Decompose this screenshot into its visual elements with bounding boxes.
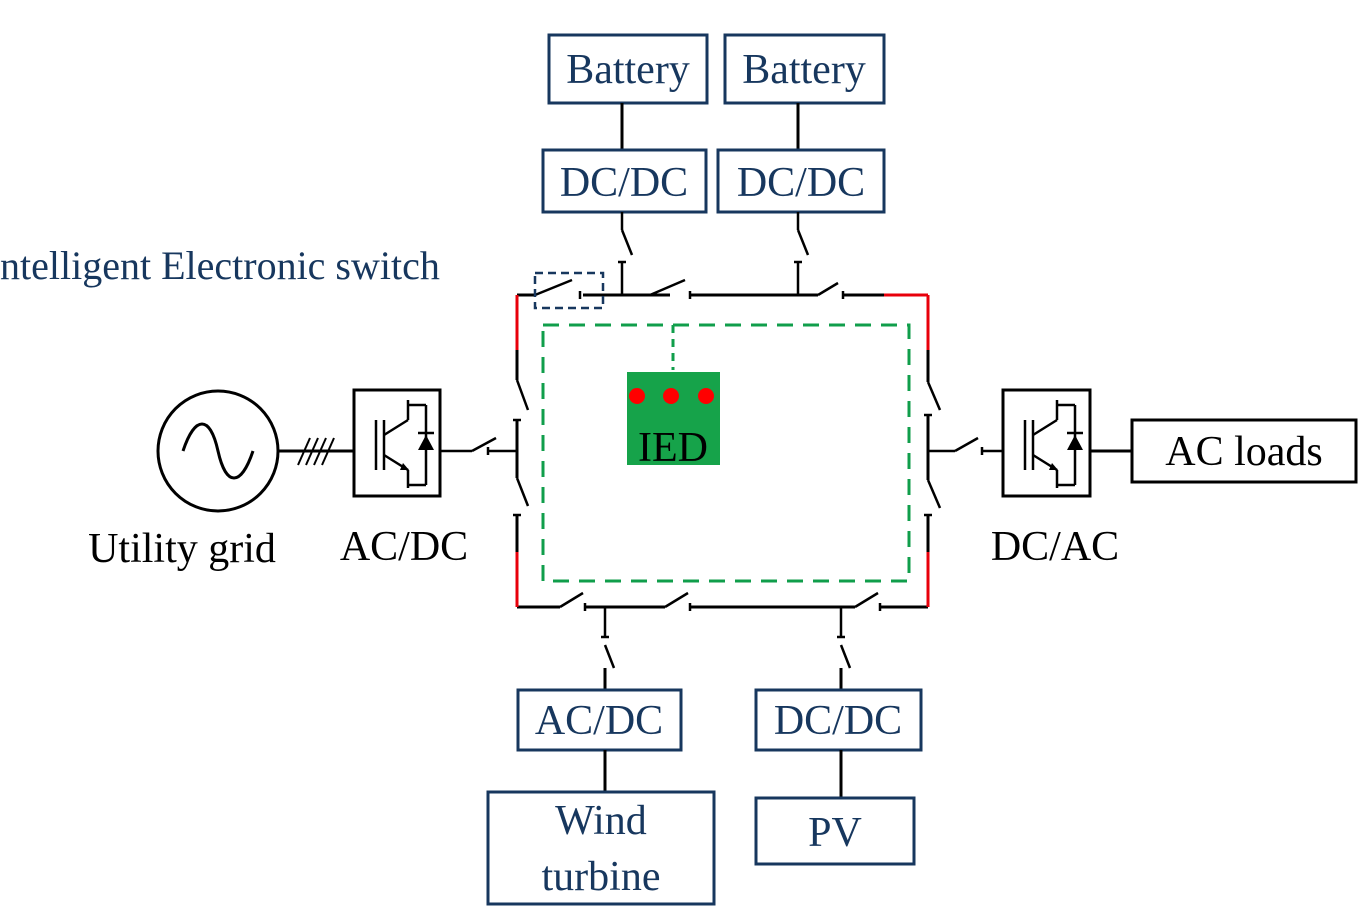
bus-switches (513, 278, 942, 611)
ied-label: IED (638, 425, 708, 471)
bus-red-segments (515, 293, 930, 607)
ac-loads-label: AC loads (1165, 429, 1323, 475)
utility-grid: Utility grid (88, 389, 280, 572)
wind-branch: AC/DC Wind turbine (486, 607, 716, 906)
battery-left-label: Battery (566, 47, 690, 93)
ied-led-2 (663, 388, 679, 404)
utility-grid-label: Utility grid (88, 526, 276, 572)
dcac-right-label: DC/AC (991, 524, 1119, 570)
dcac-right-connection (928, 436, 1003, 455)
dc-bus (515, 293, 930, 609)
ies-highlight-box (533, 271, 605, 310)
dcdc-top-left-label: DC/DC (560, 160, 688, 206)
battery-right-label: Battery (742, 47, 866, 93)
ies-label: ntelligent Electronic switch (0, 243, 440, 288)
wind-label-line2: turbine (542, 854, 661, 900)
ied-led-1 (629, 388, 645, 404)
acdc-left-connection (440, 436, 517, 455)
dcdc-bottom-label: DC/DC (774, 698, 902, 744)
acdc-bottom-label: AC/DC (535, 698, 663, 744)
grid-connection (278, 437, 354, 466)
communication-loop (541, 323, 911, 583)
battery-branch-left: Battery DC/DC (541, 33, 709, 295)
ac-loads: AC loads (1090, 418, 1358, 484)
dcdc-top-right-label: DC/DC (737, 160, 865, 206)
battery-branch-right: Battery DC/DC (716, 33, 886, 295)
wind-label-line1: Wind (555, 798, 647, 844)
pv-label: PV (808, 810, 862, 856)
acdc-left-label: AC/DC (340, 524, 468, 570)
ied-led-3 (698, 388, 714, 404)
ied-device: IED (627, 372, 720, 471)
dcac-right-converter: DC/AC (991, 388, 1119, 570)
acdc-left-converter: AC/DC (340, 388, 468, 570)
pv-branch: DC/DC PV (754, 607, 923, 866)
